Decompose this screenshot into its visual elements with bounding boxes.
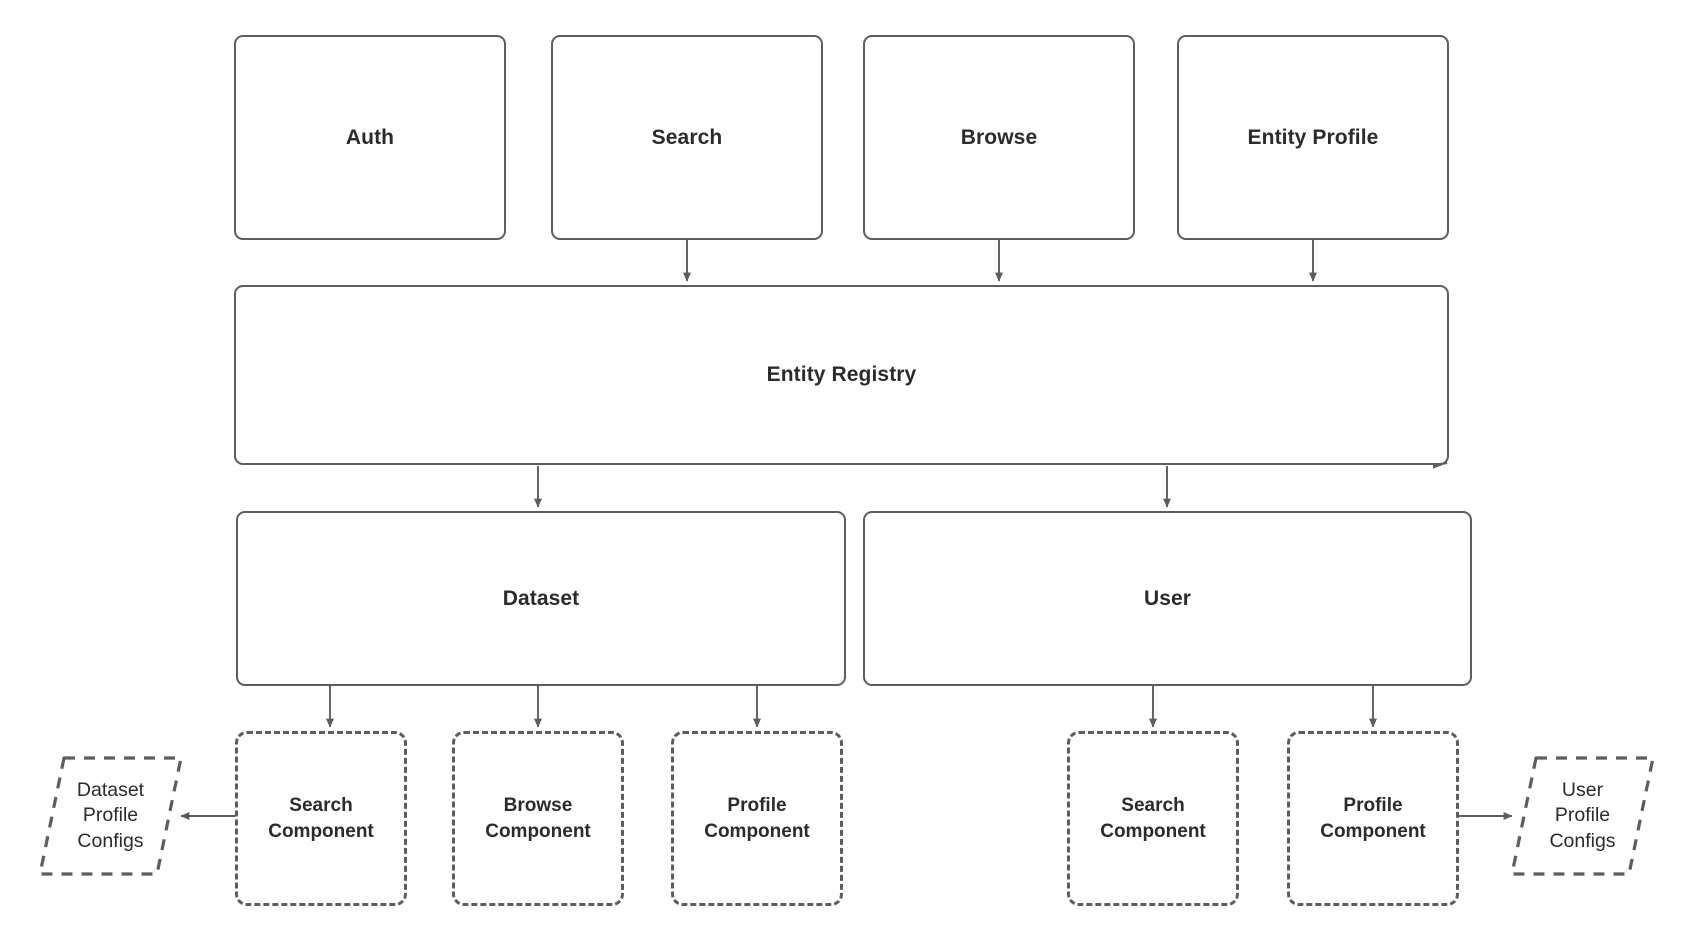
node-user[interactable]: User	[863, 511, 1472, 686]
node-dataset-profile-component-label: Profile Component	[704, 795, 810, 842]
node-dataset-browse-component-label: Browse Component	[485, 795, 591, 842]
node-browse-label: Browse	[960, 125, 1038, 149]
node-user-profile-configs[interactable]: User Profile Configs	[1510, 756, 1655, 876]
parallelogram-shape	[38, 756, 183, 876]
node-user-search-component[interactable]: Search Component	[1067, 731, 1239, 906]
node-dataset-label: Dataset	[502, 586, 580, 610]
node-dataset[interactable]: Dataset	[236, 511, 846, 686]
node-dataset-search-component-label: Search Component	[268, 795, 374, 842]
node-user-profile-component[interactable]: Profile Component	[1287, 731, 1459, 906]
node-entity-registry[interactable]: Entity Registry	[234, 285, 1449, 465]
node-browse[interactable]: Browse	[863, 35, 1135, 240]
node-dataset-profile-component[interactable]: Profile Component	[671, 731, 843, 906]
node-search[interactable]: Search	[551, 35, 823, 240]
node-user-profile-component-label: Profile Component	[1320, 795, 1426, 842]
node-user-profile-configs-label: User Profile Configs	[1549, 778, 1616, 852]
node-search-label: Search	[651, 125, 723, 149]
node-auth[interactable]: Auth	[234, 35, 506, 240]
node-auth-label: Auth	[345, 125, 395, 149]
node-dataset-browse-component[interactable]: Browse Component	[452, 731, 624, 906]
node-entity-profile[interactable]: Entity Profile	[1177, 35, 1449, 240]
node-entity-registry-label: Entity Registry	[766, 363, 917, 386]
parallelogram-shape	[1510, 756, 1655, 876]
node-dataset-profile-configs[interactable]: Dataset Profile Configs	[38, 756, 183, 876]
node-dataset-profile-configs-label: Dataset Profile Configs	[76, 778, 145, 852]
node-user-search-component-label: Search Component	[1100, 795, 1206, 842]
node-dataset-search-component[interactable]: Search Component	[235, 731, 407, 906]
node-entity-profile-label: Entity Profile	[1247, 125, 1379, 149]
node-user-label: User	[1143, 586, 1192, 610]
